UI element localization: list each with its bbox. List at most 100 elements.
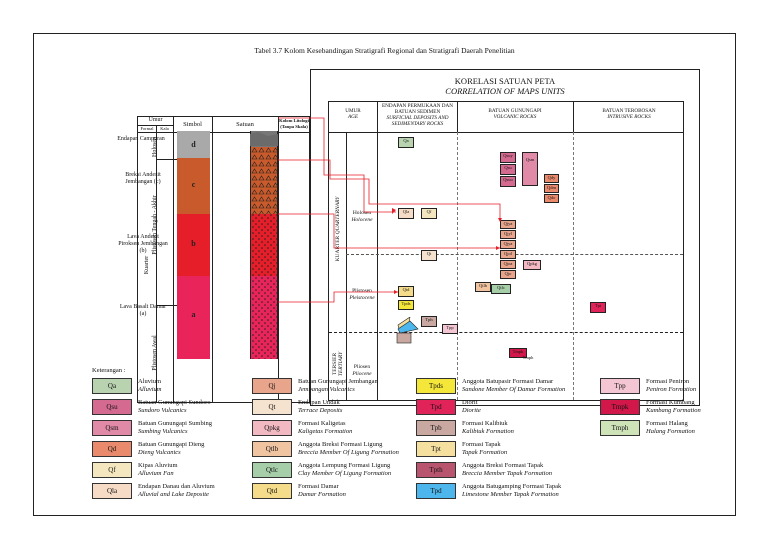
map-box-qdm: Qdm — [544, 184, 559, 193]
unit-b-box: b — [177, 214, 210, 276]
legend-swatch: Tmph — [600, 420, 640, 436]
legend-name-en: Kalibiuk Formation — [462, 428, 514, 435]
col-umur-id: UMUR — [345, 108, 361, 114]
col-gunungapi-en: VOLCANIC ROCKS — [493, 114, 537, 120]
map-box-qsuy: Qsuy — [500, 152, 516, 163]
unit-c-symbol: c — [191, 180, 196, 189]
col-endapan-id: ENDAPAN PERMUKAAN DAN BATUAN SEDIMEN — [382, 103, 453, 115]
legend-swatch: Tpds — [416, 378, 456, 394]
unit-b-name: Lava Andesit Piroksen Jembangan (b) — [118, 234, 168, 254]
epoch-holosen-id: Holosen — [352, 210, 372, 216]
header-kala: Kala — [160, 126, 169, 131]
legend-name-en: Damar Formation — [298, 491, 346, 498]
map-box-tpp: Tpp — [442, 324, 458, 334]
legend-name-en: Sumbing Vulcanics — [138, 428, 188, 435]
legend-swatch: Qtd — [252, 483, 292, 499]
map-tapak-symbols — [396, 317, 419, 344]
legend-swatch: Tpb — [416, 420, 456, 436]
legend-swatch: Tmpk — [600, 399, 640, 415]
legend-name-en: Alluvial and Lake Deposite — [138, 491, 209, 498]
legend-swatch: Qd — [92, 441, 132, 457]
legend-name-en: Jembangan Vulcanics — [298, 386, 355, 393]
epoch-pliosen-en: Pliocene — [352, 370, 372, 377]
epoch-pliosen: Pliosen Pliocene — [347, 364, 377, 377]
correlation-connectors — [278, 117, 502, 303]
connector-c — [278, 159, 501, 220]
legend-name-en: Limestone Member Tapak Formation — [462, 491, 559, 498]
col-terobosan-en: INTRUSIVE ROCKS — [607, 114, 651, 120]
legend-name: Batuan Gunungapi Sundoro — [138, 399, 211, 406]
map-box-qsm: Qsm — [522, 152, 538, 186]
map-box-qjya-2: Qjya — [500, 240, 516, 249]
map-box-tpds: Tpds — [398, 300, 414, 310]
epoch-holosen: Holosen Holocene — [347, 210, 377, 223]
epoch-holosen-en: Holocene — [351, 216, 373, 223]
legend-name: Endapan Undak — [298, 399, 340, 406]
legend-name-en: Sundoro Vulcanics — [138, 407, 187, 414]
legend-swatch: Qf — [92, 462, 132, 478]
unit-b-symbol: b — [191, 239, 196, 248]
unit-d-symbol: d — [191, 140, 196, 149]
legend-name: Anggota Breksi Formasi Tapak — [462, 462, 544, 469]
legend-name-en: Dieng Vulcanics — [138, 449, 181, 456]
legend-name-en: Kumbang Formation — [646, 407, 701, 414]
connector-d — [278, 117, 396, 213]
map-box-qf: Qf — [421, 208, 437, 219]
legend-name: Formasi Tapak — [462, 441, 501, 448]
map-box-qjol: Qjol — [500, 250, 516, 259]
unit-a-name: Lava Basalt Damar (a) — [119, 304, 167, 317]
legend-name: Formasi Damar — [298, 483, 339, 490]
col-terobosan-id: BATUAN TEROBOSAN — [602, 108, 656, 114]
unit-d-name: Endapan Campuran — [117, 136, 165, 142]
map-box-qdo: Qdo — [544, 194, 559, 203]
legend-name-en: Sandone Member Of Damar Formation — [462, 386, 566, 393]
map-box-tpi: Tpi — [590, 302, 606, 313]
header-formal: Formal — [140, 126, 154, 131]
legend-swatch: Tpp — [600, 378, 640, 394]
legend-name-en: Halang Formation — [646, 428, 695, 435]
col-terobosan: BATUAN TEROBOSAN INTRUSIVE ROCKS — [574, 108, 684, 120]
connector-b — [278, 213, 500, 249]
legend-name-en: Diorite — [462, 407, 481, 414]
header-satuan: Satuan — [236, 121, 254, 128]
map-box-tmpk: Tmpk — [509, 348, 527, 358]
header-simbol: Simbol — [183, 121, 202, 128]
map-box-tmph: Tmph — [522, 355, 534, 360]
map-box-qpkg: Qpkg — [523, 260, 541, 270]
lith-pattern — [251, 147, 277, 359]
legend-name: Formasi Kalibiuk — [462, 420, 508, 427]
unit-c-name: Breksi Andesit Jembangan (c) — [125, 172, 161, 185]
map-box-qa: Qa — [398, 137, 414, 148]
col-endapan-en: SURFICIAL DEPOSITS AND SEDIMENTARY ROCKS — [386, 115, 449, 127]
map-box-qjyl: Qjyl — [500, 230, 516, 239]
col-umur: UMUR AGE — [329, 108, 377, 120]
map-box-qjoa: Qjoa — [500, 260, 516, 269]
legend-name-en: Terrace Deposits — [298, 407, 343, 414]
legend-name: Kipas Aluvium — [138, 462, 178, 469]
legend-name-en: Breccia Member Of Ligung Formation — [298, 449, 399, 456]
legend-swatch: Qt — [252, 399, 292, 415]
legend-name: Endapan Danau dan Aluvium — [138, 483, 215, 490]
legend-name-en: Tapak Formation — [462, 449, 508, 456]
legend-swatch: Qsu — [92, 399, 132, 415]
legend-name-en: Breccia Member Tapak Formation — [462, 470, 552, 477]
map-box-tph: Tph — [421, 316, 437, 327]
legend-name: Formasi Kaligetas — [298, 420, 346, 427]
map-box-qt: Qt — [421, 250, 437, 261]
legend-name: Anggota Batugamping Formasi Tapak — [462, 483, 562, 490]
col-gunungapi-id: BATUAN GUNUNGAPI — [488, 108, 542, 114]
map-box-qtlb: Qtlb — [475, 282, 491, 292]
legend-name-en: Alluvium — [138, 386, 162, 393]
correlation-title-en: CORRELATION OF MAPS UNITS — [445, 86, 565, 96]
legend-name-en: Peniron Formation — [646, 386, 697, 393]
legend-swatch: Qtlc — [252, 462, 292, 478]
legend-name: Batuan Gunungapi Dieng — [138, 441, 205, 448]
legend-swatch: Qla — [92, 483, 132, 499]
page-frame: Tabel 3.7 Kolom Kesebandingan Stratigraf… — [33, 33, 736, 516]
correlation-box: KORELASI SATUAN PETA CORRELATION OF MAPS… — [310, 69, 700, 406]
legend-swatch: Qtlb — [252, 441, 292, 457]
map-box-qdy: Qdy — [544, 174, 559, 183]
col-endapan: ENDAPAN PERMUKAAN DAN BATUAN SEDIMEN SUR… — [378, 103, 457, 127]
legend-name-en: Kaligetas Formation — [298, 428, 353, 435]
map-box-qjya: Qjya — [500, 220, 516, 229]
